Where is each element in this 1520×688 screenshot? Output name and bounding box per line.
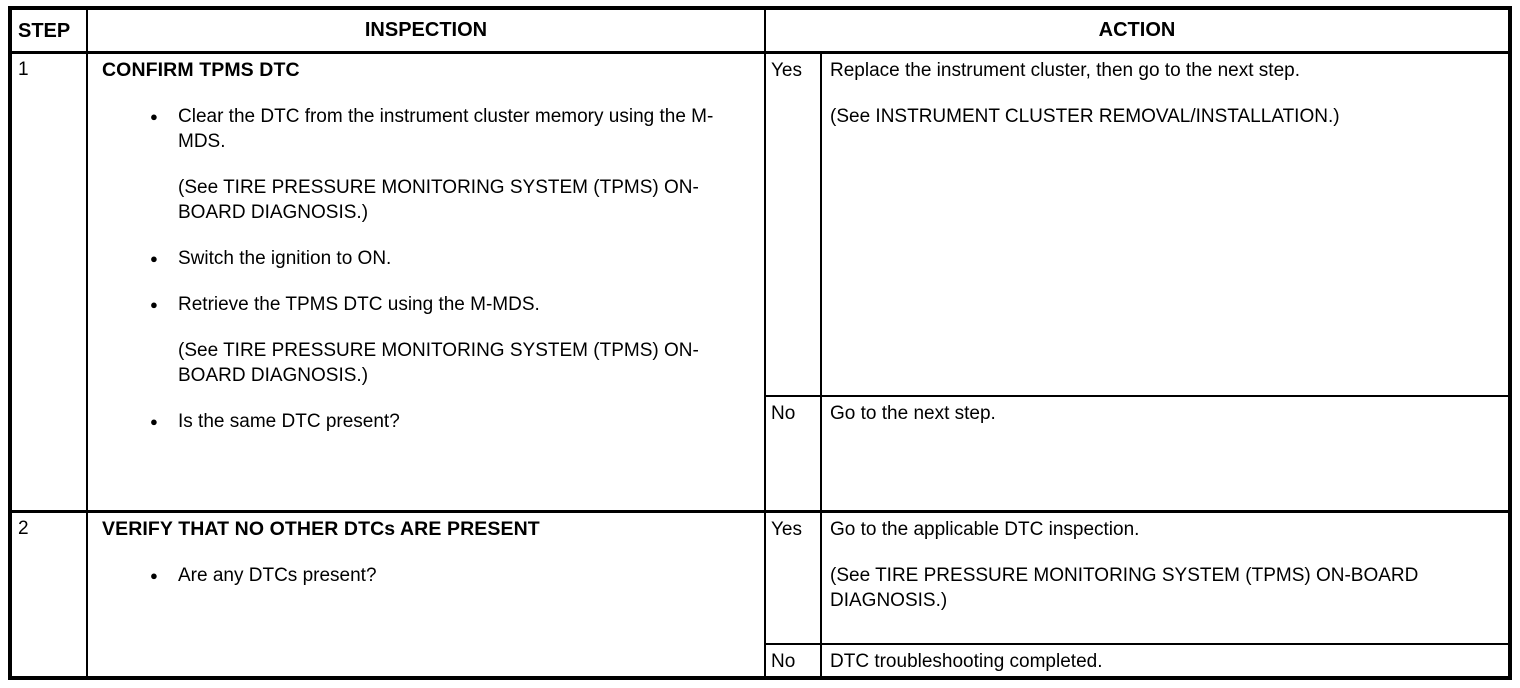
answer-label: No <box>771 651 796 672</box>
table-header-row: STEP INSPECTION ACTION <box>12 10 1508 51</box>
table-row: 1 CONFIRM TPMS DTC Clear the DTC from th… <box>12 51 1508 510</box>
diagnostic-table: STEP INSPECTION ACTION 1 CONFIRM TPMS DT… <box>8 6 1512 680</box>
step-number: 2 <box>18 518 29 539</box>
column-header-inspection: INSPECTION <box>86 10 764 51</box>
inspection-item: Are any DTCs present? <box>98 562 754 589</box>
column-header-action: ACTION <box>764 10 1508 51</box>
inspection-item: Retrieve the TPMS DTC using the M-MDS. <box>98 291 754 318</box>
answer-label: No <box>771 403 796 424</box>
answer-branch-no: No DTC troubleshooting completed. <box>766 643 1508 677</box>
inspection-item-list: Are any DTCs present? <box>98 562 754 589</box>
answer-paragraph: DTC troubleshooting completed. <box>830 651 1103 672</box>
answer-paragraph: Go to the applicable DTC inspection. <box>830 519 1140 540</box>
inspection-cell: CONFIRM TPMS DTC Clear the DTC from the … <box>86 54 764 510</box>
answer-label: Yes <box>771 519 802 540</box>
answer-paragraph: Go to the next step. <box>830 403 996 424</box>
answer-paragraph: (See INSTRUMENT CLUSTER REMOVAL/INSTALLA… <box>830 106 1340 127</box>
inspection-cell: VERIFY THAT NO OTHER DTCs ARE PRESENT Ar… <box>86 513 764 677</box>
answer-branch-yes: Yes Replace the instrument cluster, then… <box>766 54 1508 395</box>
answer-text: Go to the next step. <box>820 397 1508 510</box>
column-header-step: STEP <box>18 19 71 42</box>
inspection-item: Switch the ignition to ON. <box>98 245 754 272</box>
action-cell: Yes Go to the applicable DTC inspection.… <box>764 513 1508 677</box>
inspection-item-list: Clear the DTC from the instrument cluste… <box>98 103 754 435</box>
answer-text: Go to the applicable DTC inspection. (Se… <box>820 513 1508 643</box>
answer-text: DTC troubleshooting completed. <box>820 645 1508 677</box>
inspection-title: CONFIRM TPMS DTC <box>102 59 300 81</box>
answer-paragraph: Replace the instrument cluster, then go … <box>830 60 1300 81</box>
answer-branch-no: No Go to the next step. <box>766 395 1508 510</box>
inspection-note: (See TIRE PRESSURE MONITORING SYSTEM (TP… <box>178 340 699 386</box>
answer-paragraph: (See TIRE PRESSURE MONITORING SYSTEM (TP… <box>830 565 1419 611</box>
step-number: 1 <box>18 59 29 80</box>
inspection-item: Is the same DTC present? <box>98 408 754 435</box>
answer-branch-yes: Yes Go to the applicable DTC inspection.… <box>766 513 1508 643</box>
answer-label: Yes <box>771 60 802 81</box>
inspection-note: (See TIRE PRESSURE MONITORING SYSTEM (TP… <box>178 177 699 223</box>
inspection-item: Clear the DTC from the instrument cluste… <box>98 103 754 154</box>
table-row: 2 VERIFY THAT NO OTHER DTCs ARE PRESENT … <box>12 510 1508 677</box>
action-cell: Yes Replace the instrument cluster, then… <box>764 54 1508 510</box>
answer-text: Replace the instrument cluster, then go … <box>820 54 1508 395</box>
inspection-title: VERIFY THAT NO OTHER DTCs ARE PRESENT <box>102 518 540 540</box>
